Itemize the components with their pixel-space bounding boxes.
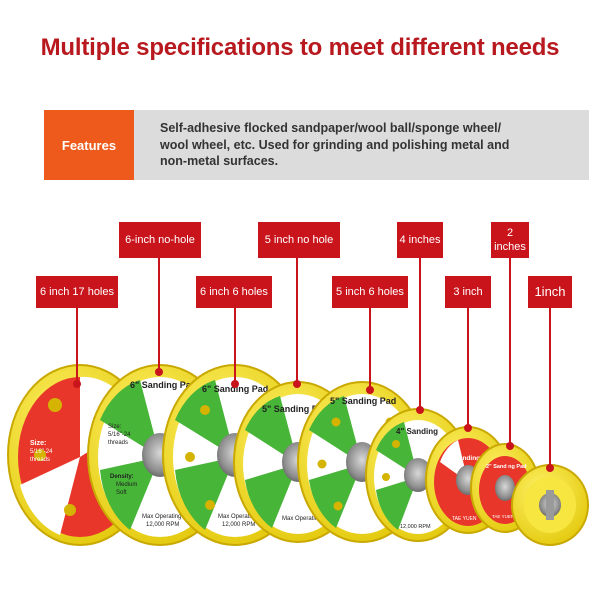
pad2-density-text: Density:: [110, 474, 134, 480]
dot-6inch-nohole: [155, 368, 163, 376]
pad2-title-text: 6" Sanding Pad: [130, 380, 196, 390]
label-6inch-nohole: 6-inch no-hole: [119, 222, 201, 258]
leader-4inch: [419, 258, 421, 408]
dot-4inch: [416, 406, 424, 414]
leader-2inch: [509, 258, 511, 444]
dot-1inch: [546, 464, 554, 472]
pad4-title-text: 5" Sanding Pad: [262, 404, 328, 414]
label-1inch: 1inch: [528, 276, 572, 308]
features-line-3: non-metal surfaces.: [160, 154, 279, 168]
leader-6inch-nohole: [158, 258, 160, 370]
label-6inch-17holes: 6 inch 17 holes: [36, 276, 118, 308]
pad-1inch: [511, 464, 589, 546]
pad1-medium-text: Medium: [36, 490, 57, 496]
pad6-title-text: 4" Sanding: [396, 427, 438, 436]
pad8-title-text: 2" Sand ng Pad: [486, 464, 527, 470]
pad3-rpm-text: 12,000 RPM: [222, 522, 255, 528]
headline: Multiple specifications to meet differen…: [40, 34, 560, 61]
dot-6inch-17holes: [73, 380, 81, 388]
pad7-title-text: 3" Sanding Pad: [446, 455, 494, 462]
pad1-size-text: Size:: [30, 440, 46, 447]
pad2-soft-text: Soft: [116, 490, 127, 496]
label-6inch-6holes: 6 inch 6 holes: [196, 276, 272, 308]
leader-5inch-6holes: [369, 308, 371, 388]
pad4-maxop-text: Max Operating: [282, 516, 321, 522]
leader-5inch-nohole: [296, 258, 298, 382]
label-5inch-nohole: 5 inch no hole: [258, 222, 340, 258]
leader-1inch: [549, 308, 551, 466]
label-4inch: 4 inches: [397, 222, 443, 258]
pad6-rpm-text: 12,000 RPM: [400, 524, 431, 530]
dot-3inch: [464, 424, 472, 432]
pad3-title-text: 6" Sanding Pad: [202, 384, 268, 394]
leader-6inch-6holes: [234, 308, 236, 382]
pad2-medium-text: Medium: [116, 482, 137, 488]
pad3-maxop-text: Max Operating: [218, 514, 257, 520]
dot-6inch-6holes: [231, 380, 239, 388]
features-line-2: wool wheel, etc. Used for grinding and p…: [160, 137, 510, 152]
label-3inch: 3 inch: [445, 276, 491, 308]
features-bar: Features Self-adhesive flocked sandpaper…: [44, 110, 589, 180]
pad7-brand-text: TAE YUEN: [452, 516, 477, 522]
pad1-thread-text: 5/16"-24: [30, 449, 53, 455]
label-2inch: 2 inches: [491, 222, 529, 258]
features-line-1: Self-adhesive flocked sandpaper/wool bal…: [160, 121, 502, 135]
pad2-size-text: Size:: [108, 424, 122, 430]
dot-2inch: [506, 442, 514, 450]
pad2-threads-text: threads: [108, 440, 128, 446]
pad1-soft-text: Soft: [36, 498, 47, 504]
pad1-threads-text: threads: [30, 457, 50, 463]
label-5inch-6holes: 5 inch 6 holes: [332, 276, 408, 308]
pad2-rpm-text: 12,000 RPM: [146, 522, 179, 528]
pad8-brand-text: TAE YUEN: [492, 514, 514, 519]
pad5-title-text: 5" Sanding Pad: [330, 396, 396, 406]
leader-6inch-17holes: [76, 308, 78, 382]
pad1-density-text: Density:: [30, 482, 54, 488]
pad2-maxop-text: Max Operating: [142, 514, 181, 520]
features-text: Self-adhesive flocked sandpaper/wool bal…: [134, 110, 523, 180]
dot-5inch-nohole: [293, 380, 301, 388]
features-tag: Features: [44, 110, 134, 180]
pad2-thread-text: 5/16"-24: [108, 432, 131, 438]
leader-3inch: [467, 308, 469, 426]
dot-5inch-6holes: [366, 386, 374, 394]
